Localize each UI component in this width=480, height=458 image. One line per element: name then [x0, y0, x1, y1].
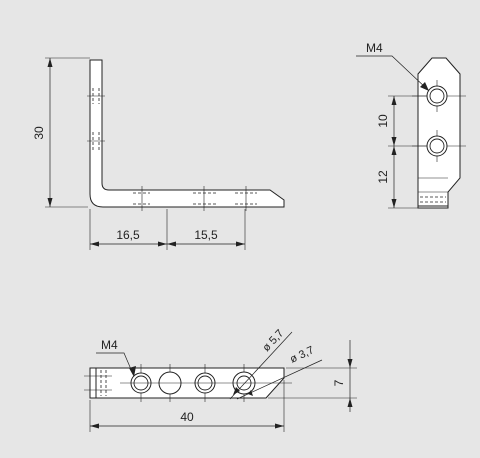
width-dimension: 7 — [268, 340, 357, 412]
width-label: 7 — [332, 379, 346, 386]
offset-label: 12 — [376, 170, 390, 184]
thread-callout-end: M4 — [356, 41, 429, 91]
spacing-label: 10 — [376, 114, 390, 128]
hidden-holes-vertical — [87, 88, 105, 150]
bore-label: ø 3,7 — [288, 344, 316, 365]
length-label-right: 15,5 — [194, 228, 218, 242]
overall-length-label: 40 — [180, 410, 194, 424]
length-label-left: 16,5 — [116, 228, 140, 242]
thread-callout-top: M4 — [96, 338, 136, 377]
plate-outline — [417, 57, 461, 209]
top-view-end-detail — [84, 368, 112, 398]
bracket-profile — [89, 59, 285, 208]
hole-spacing-dimension: 10 12 — [376, 95, 427, 209]
side-view: 30 16,5 15,5 — [32, 57, 285, 250]
end-view-base-detail — [418, 196, 448, 207]
end-view-hole-lower — [412, 130, 466, 162]
thread-label-end: M4 — [366, 41, 383, 55]
height-dimension: 30 — [32, 57, 90, 208]
thread-label-top: M4 — [101, 338, 118, 352]
end-view-hole-upper — [412, 80, 466, 112]
overall-length-dimension: 40 — [89, 380, 285, 432]
end-view: M4 10 12 — [356, 41, 466, 209]
top-view: M4 ø 5,7 ø 3,7 7 40 — [84, 328, 357, 432]
height-label: 30 — [32, 126, 46, 140]
length-dimension: 16,5 15,5 — [89, 209, 246, 250]
hidden-holes-horizontal — [133, 186, 257, 211]
counterbore-label: ø 5,7 — [260, 328, 286, 355]
